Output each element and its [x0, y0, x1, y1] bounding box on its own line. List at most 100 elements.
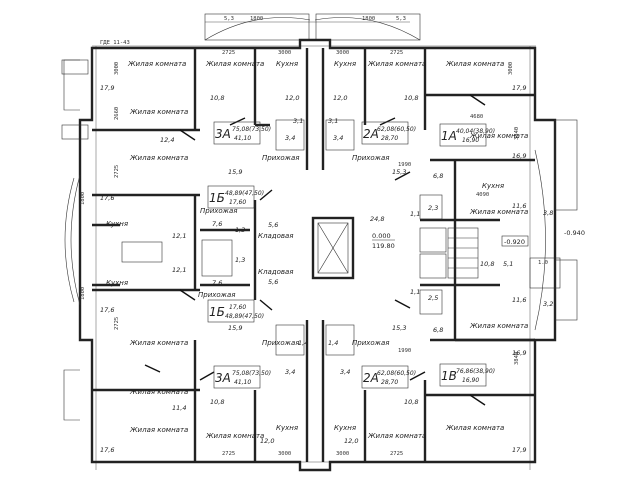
small-area: 3,1	[293, 117, 303, 125]
small-area: 1,1	[410, 288, 420, 296]
small-area: 6,8	[433, 326, 443, 334]
room-hall-c2-label: Прихожая	[352, 339, 390, 347]
dim-side-8: 4680	[470, 114, 483, 120]
room-living-bl-label: Жилая комната	[129, 388, 188, 396]
room-kitchen-t2-label: Кухня	[334, 60, 356, 68]
small-area: 2,5	[428, 294, 438, 302]
room-storage-2-label: Кладовая	[258, 268, 293, 276]
room-living-tl-area: 17,9	[100, 84, 114, 92]
elevation-mark: 0.000	[372, 232, 391, 240]
apt-code: 1Б	[209, 191, 225, 205]
room-kitchen-b1-label: Кухня	[276, 424, 298, 432]
dim-top-1: 1800	[250, 16, 263, 22]
apt-code: 3А	[215, 371, 231, 385]
apt-area-total: 48,89(47,50)	[225, 190, 264, 197]
room-bed-br-area: 10,8	[404, 398, 418, 406]
dim-side-10: 1800	[80, 287, 86, 300]
apt-area-living: 28,70	[381, 135, 398, 142]
dim-misc-3: 1.0	[538, 260, 548, 266]
apt-area-living: 28,70	[381, 379, 398, 386]
apt-code: 1А	[441, 129, 457, 143]
dim-side-3: 2725	[114, 165, 120, 178]
apt-area-total: 75,08(73,50)	[232, 370, 271, 377]
dim-side-4: 1800	[80, 192, 86, 205]
room-kitchen-b2-label: Кухня	[334, 424, 356, 432]
room-kitchen-t2-area: 12,0	[333, 94, 347, 102]
apt-code: 1В	[441, 369, 457, 383]
dim-top-6: 2725	[390, 50, 403, 56]
dim-side-11: 3840	[514, 352, 520, 365]
room-kitchen-t1-area: 12,0	[285, 94, 299, 102]
dim-bottom-2: 3000	[278, 451, 291, 457]
dim-top-4: 3000	[278, 50, 291, 56]
door-swings	[144, 94, 486, 406]
room-living-tr-label: Жилая комната	[445, 60, 504, 68]
small-area: 1,3	[235, 226, 245, 234]
room-living-bl-area: 11,4	[172, 404, 186, 412]
small-area: 2,3	[428, 204, 438, 212]
room-kitchen-l-area: 12,1	[172, 232, 186, 240]
apt-code: 2А	[363, 371, 379, 385]
dim-side-9: 4090	[476, 192, 489, 198]
sheet-tag: ГДЕ 11-43	[100, 40, 130, 46]
room-kitchen-t1-label: Кухня	[276, 60, 298, 68]
dim-bottom-1: 2725	[222, 451, 235, 457]
room-storage-1-label: Кладовая	[258, 232, 293, 240]
apt-area-living: 41,10	[234, 379, 251, 386]
room-hall-1b2-label: Прихожая	[198, 291, 236, 299]
top-balconies	[204, 13, 421, 41]
room-living-r3-area: 16,9	[512, 349, 526, 357]
dim-bottom-4: 2725	[390, 451, 403, 457]
room-living-l2-area: 12,4	[160, 136, 174, 144]
apt-area-total: 62,08(60,50)	[377, 126, 416, 133]
interior-walls	[92, 48, 535, 462]
dim-top-3: 2725	[222, 50, 235, 56]
small-area: 5,1	[503, 260, 513, 268]
dim-top-2: 1800	[362, 16, 375, 22]
bathroom-fixtures	[121, 119, 443, 356]
room-living-r2-area: 16,9	[512, 152, 526, 160]
apt-code: 3А	[215, 127, 231, 141]
room-hall-c-area: 15,9	[228, 324, 242, 332]
room-living-bl2-label: Жилая комната	[129, 426, 188, 434]
apt-area-living: 16,90	[462, 137, 479, 144]
room-kitchen-b1-area: 12,0	[260, 437, 274, 445]
room-living-br-label: Жилая комната	[445, 424, 504, 432]
dim-side-2: 2660	[114, 107, 120, 120]
room-living-l4-label: Жилая комната	[129, 339, 188, 347]
room-hall-1b-area: 7,6	[212, 220, 222, 228]
apt-area-total: 62,08(60,50)	[377, 370, 416, 377]
dim-side-6: 3000	[508, 62, 514, 75]
room-hall-c2-area: 15,3	[392, 324, 406, 332]
dim-misc-1: 1990	[398, 162, 411, 168]
room-hall-1b-label: Прихожая	[200, 207, 238, 215]
small-area: 1,1	[410, 210, 420, 218]
room-living-l2-label: Жилая комната	[129, 108, 188, 116]
room-living-r2-label: Жилая комната	[469, 132, 528, 140]
room-bed-bl-label: Жилая комната	[205, 432, 264, 440]
apt-area-total: 40,04(38,90)	[456, 128, 495, 135]
room-living-l3-label: Жилая комната	[129, 154, 188, 162]
room-hall-3a-area: 15,9	[228, 168, 242, 176]
dim-bottom-3: 3000	[336, 451, 349, 457]
room-bed-bl-area: 10,8	[210, 398, 224, 406]
room-kitchen-r-label: Кухня	[482, 182, 504, 190]
small-area: 1,3	[235, 256, 245, 264]
room-living-l3-area: 17,6	[100, 194, 114, 202]
elevation-mark: -0.920	[504, 238, 525, 246]
apt-area-total: 76,86(38,90)	[456, 368, 495, 375]
apt-area-living: 17,60	[229, 199, 246, 206]
dim-misc-2: 1990	[398, 348, 411, 354]
small-area: 1,4	[328, 339, 338, 347]
dim-balcony-2: 5,3	[396, 16, 406, 22]
apt-area-living: 17,60	[229, 304, 246, 311]
dim-side-1: 3000	[114, 62, 120, 75]
apt-code: 1Б	[209, 305, 225, 319]
apt-code: 2А	[363, 127, 379, 141]
room-living-bl2-area: 17,6	[100, 446, 114, 454]
room-storage-2-area: 5,6	[268, 278, 278, 286]
dim-side-5: 2725	[114, 317, 120, 330]
room-bed-tr1-area: 10,8	[404, 94, 418, 102]
small-area: 3,4	[340, 368, 350, 376]
